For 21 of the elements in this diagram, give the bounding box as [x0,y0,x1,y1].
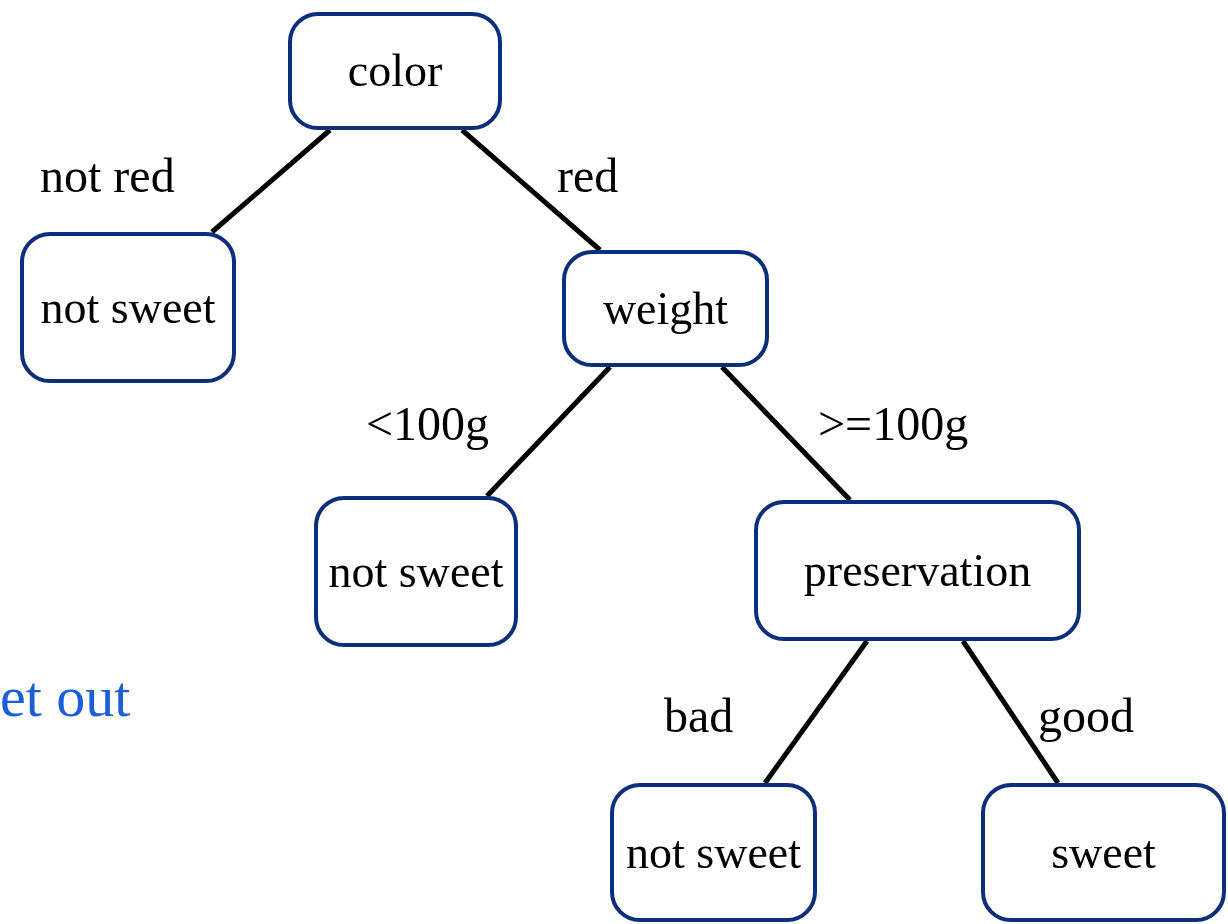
decision-box [981,783,1226,922]
connector-line [960,639,1061,785]
decision-box [562,250,769,367]
node-text: not sweet [625,825,802,880]
decision-box [610,783,817,922]
node-text: weight [601,281,730,336]
connector-line [460,128,602,252]
decision-box [314,496,518,647]
connector-line [762,639,870,785]
decision-box [20,232,236,383]
decision-box [288,12,502,130]
node-text: color [346,44,444,98]
node-text: not sweet [327,544,505,599]
connector-line [485,365,612,498]
node-text: sweet [1050,825,1157,880]
note-text: et out [0,663,131,731]
connector-line [720,365,852,502]
connector-line [210,128,332,234]
node-text: not sweet [39,280,217,335]
decision-box [754,500,1081,641]
node-text: preservation [802,543,1033,598]
